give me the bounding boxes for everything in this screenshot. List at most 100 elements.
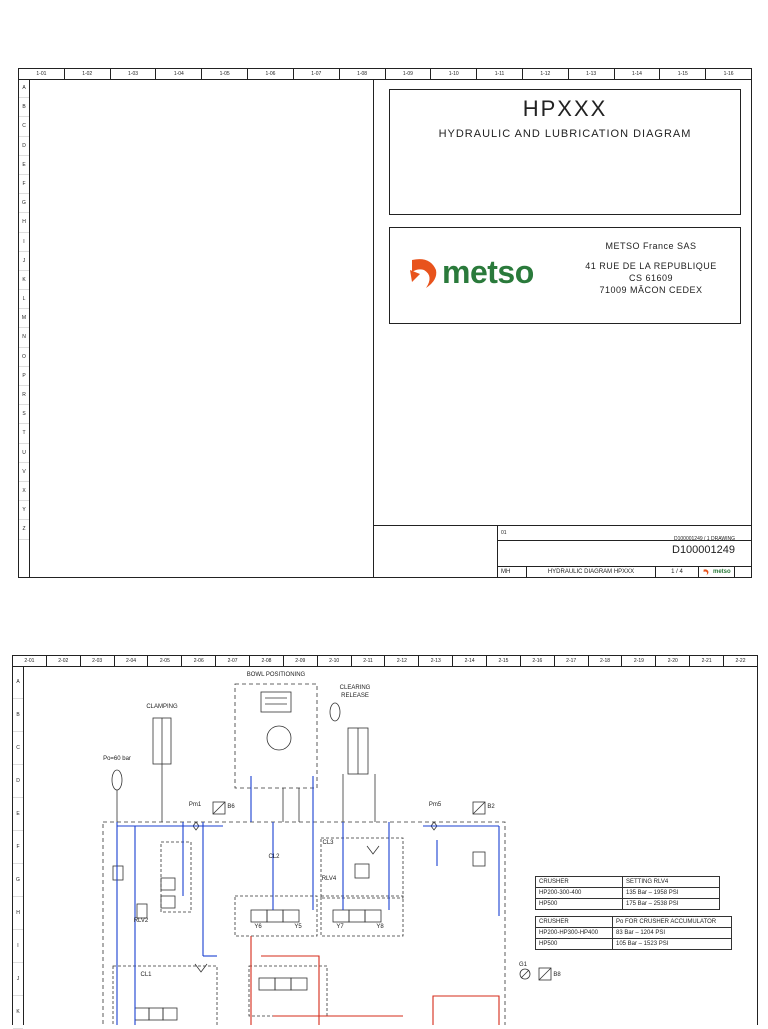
drawing-title: HPXXX [522,96,608,121]
cl1-block [112,965,218,1025]
doc-number: D100001249 [672,544,736,556]
label-g1: G1 [518,962,527,968]
row-index: D [19,137,29,156]
label-pm5: Pm5 [428,802,442,808]
row-index: H [19,213,29,233]
column-index: 2-19 [622,656,657,666]
pressure-lines [116,776,500,1025]
drawing-subtitle: HYDRAULIC AND LUBRICATION DIAGRAM [438,128,692,140]
label-y6: Y6 [254,924,262,930]
column-index: 2-17 [555,656,589,666]
row-index: K [19,271,29,291]
sensor-b6 [212,801,226,815]
column-index: 1-04 [156,69,203,79]
label-b2: B2 [487,804,495,810]
row-index: P [19,367,29,386]
hydraulic-motor [266,725,292,751]
column-index: 2-20 [656,656,691,666]
sensor-b2 [472,801,486,815]
hydraulic-schematic [102,683,552,1025]
stamp-drawing-title: HYDRAULIC DIAGRAM HPXXX [527,567,656,577]
accumulator [111,769,123,791]
row-index: X [19,482,29,502]
column-index: 1-11 [477,69,523,79]
metso-mark-icon [410,259,437,288]
row-index: C [13,732,23,765]
title-block: HPXXX HYDRAULIC AND LUBRICATION DIAGRAM [389,89,741,215]
row-index: E [13,798,23,831]
row-index: G [19,194,29,214]
label-pm1: Pm1 [188,802,202,808]
stamp-logo: metso [699,567,738,577]
metso-wordmark: metso [442,253,534,290]
column-index: 1-05 [202,69,249,79]
row-index: Z [19,520,29,540]
column-index: 2-14 [453,656,488,666]
row-index: U [19,444,29,463]
row-index: I [19,233,29,252]
doc-header: D100001249 / 1 DRAWING [674,536,735,542]
column-index: 2-13 [419,656,454,666]
column-index: 2-11 [352,656,386,666]
address-line: 71009 MÂCON CEDEX [599,285,703,295]
row-index: N [19,328,29,348]
label-cl2: CL2 [268,854,280,860]
label-b8: B8 [553,972,561,978]
row-index: J [19,252,29,271]
revision: 01 [501,530,507,536]
row-index: E [19,156,29,175]
column-index: 1-12 [523,69,569,79]
row-index: F [19,175,29,195]
column-index: 2-07 [216,656,251,666]
company-address: METSO France SAS 41 RUE DE LA REPUBLIQUE… [576,240,726,296]
column-index: 1-01 [19,69,65,79]
label-y5: Y5 [294,924,302,930]
row-index: S [19,405,29,425]
row-index: V [19,463,29,482]
label-cl1: CL1 [140,972,152,978]
row-index: C [19,117,29,137]
column-index: 2-10 [318,656,352,666]
bowl-motor-block [234,683,318,789]
column-index: 1-15 [660,69,707,79]
column-index: 2-09 [284,656,318,666]
row-index: I [13,930,23,963]
column-index: 1-07 [294,69,340,79]
column-index: 2-03 [81,656,115,666]
valve-y6 [250,909,300,923]
row-index: J [13,963,23,996]
column-index: 2-05 [148,656,183,666]
label-bowl-positioning: BOWL POSITIONING [246,672,306,678]
column-index: 1-10 [431,69,478,79]
sheet-divider [373,79,374,577]
company-block: metso METSO France SAS 41 RUE DE LA REPU… [389,227,741,324]
row-index: A [19,79,29,99]
row-index: F [13,831,23,864]
column-index: 2-21 [690,656,725,666]
column-index: 2-18 [589,656,623,666]
column-index: 2-22 [735,658,746,664]
row-index: R [19,386,29,406]
label-clamping: CLAMPING [146,704,178,710]
column-index: 1-02 [65,69,111,79]
row-index: M [19,309,29,329]
manifold-block [102,821,506,1025]
metso-logo: metso [408,252,534,292]
column-index: 1-09 [386,69,432,79]
row-index: Y [19,501,29,521]
row-index: L [19,290,29,310]
title-stamp: 01 D100001249 / 1 DRAWING D100001249 MH … [373,525,751,577]
sheet-number: 1 / 4 [656,567,699,577]
label-b6: B6 [227,804,235,810]
column-index: 1-14 [615,69,661,79]
author: MH [498,567,527,577]
row-index: H [13,897,23,930]
column-index: 2-12 [385,656,420,666]
gauge-g1 [519,968,531,980]
